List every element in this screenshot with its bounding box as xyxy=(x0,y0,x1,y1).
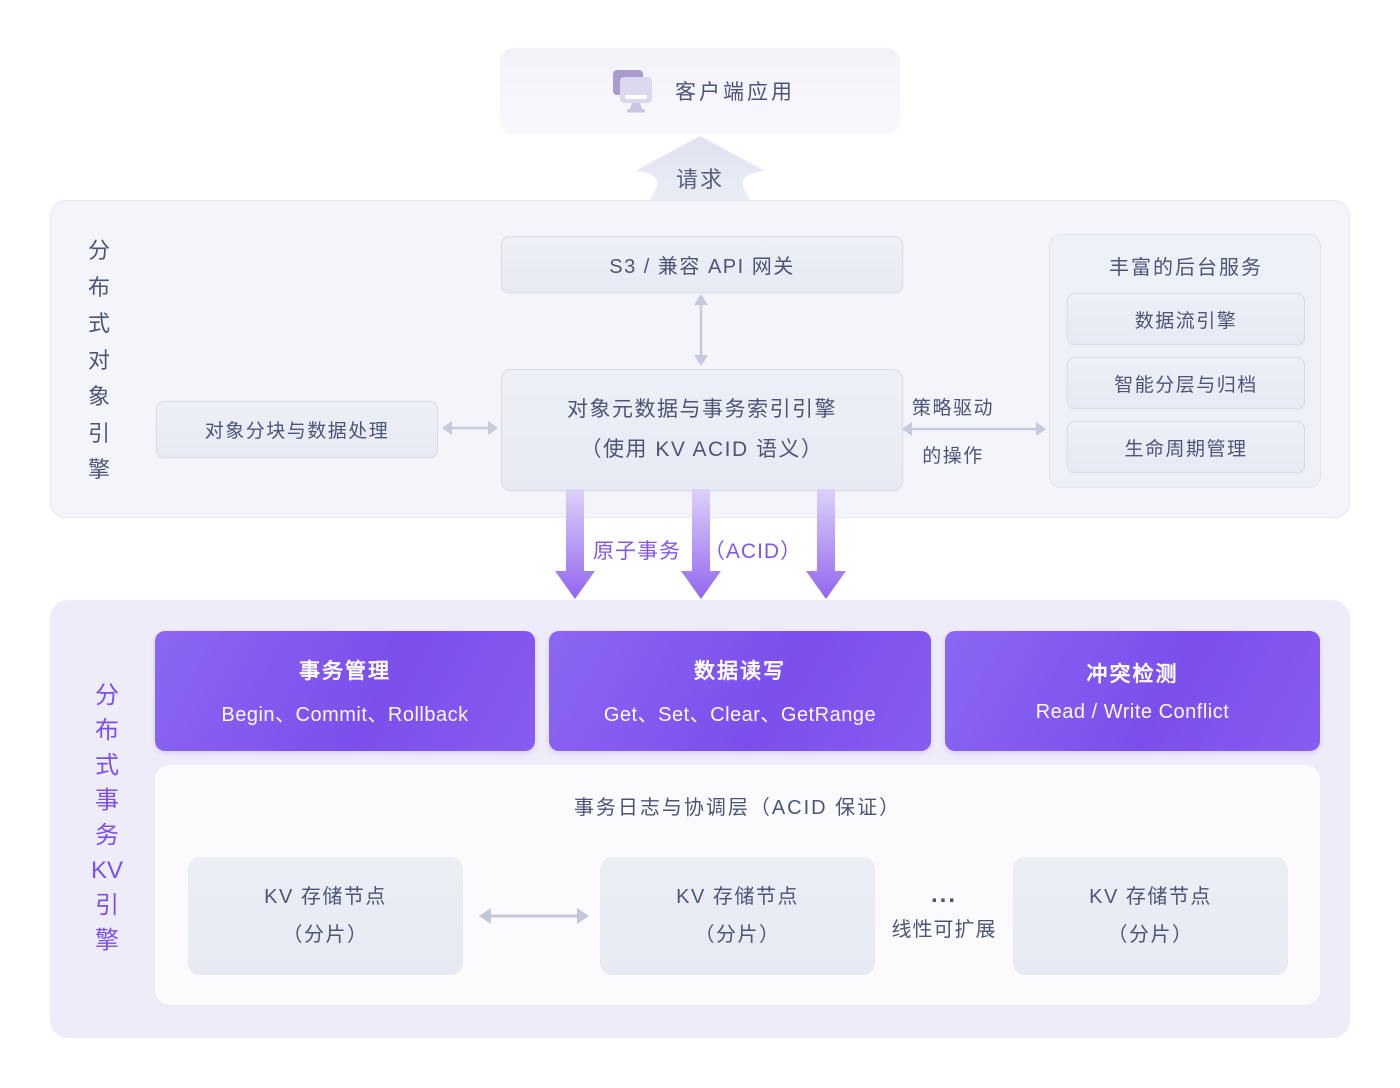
gateway-metadata-arrow xyxy=(694,294,708,366)
backend-services-panel: 丰富的后台服务 数据流引擎 智能分层与归档 生命周期管理 xyxy=(1049,234,1321,488)
atomic-arrow-2 xyxy=(681,489,721,599)
kv-engine-vertical-title: 分 布 式 事 务 KV 引 擎 xyxy=(90,682,123,954)
client-app-label: 客户端应用 xyxy=(675,80,795,104)
policy-arrow xyxy=(902,422,1046,436)
card-readwrite-title: 数据读写 xyxy=(694,660,786,683)
metadata-engine-box: 对象元数据与事务索引引擎 （使用 KV ACID 语义） xyxy=(501,369,903,491)
kv-node-1-line2: （分片） xyxy=(282,924,369,946)
kv-engine-section: 分 布 式 事 务 KV 引 擎 事务管理 Begin、Commit、Rollb… xyxy=(50,600,1350,1038)
card-data-readwrite: 数据读写 Get、Set、Clear、GetRange xyxy=(549,631,931,751)
kv-replication-arrow xyxy=(479,908,589,924)
monitor-icon xyxy=(613,69,652,112)
card-conflict-subtitle: Read / Write Conflict xyxy=(1035,701,1230,723)
acid-label: （ACID） xyxy=(703,540,803,563)
backend-item-tiering: 智能分层与归档 xyxy=(1067,357,1305,409)
ellipsis-label: ... xyxy=(930,881,957,908)
backend-item-stream: 数据流引擎 xyxy=(1067,293,1305,345)
object-engine-vertical-title: 分 布 式 对 象 引 擎 xyxy=(87,238,110,482)
object-engine-section: 分 布 式 对 象 引 擎 S3 / 兼容 API 网关 对象元数据与事务索引引… xyxy=(50,200,1350,518)
backend-item-lifecycle: 生命周期管理 xyxy=(1067,421,1305,473)
card-transaction-management: 事务管理 Begin、Commit、Rollback xyxy=(155,631,535,751)
kv-node-3-line1: KV 存储节点 xyxy=(1089,886,1212,908)
atomic-arrow-1 xyxy=(555,489,595,599)
card-readwrite-subtitle: Get、Set、Clear、GetRange xyxy=(603,704,877,726)
linear-scalable-label: 线性可扩展 xyxy=(891,919,997,941)
atomic-transaction-label: 原子事务 xyxy=(593,540,681,563)
kv-node-2-line1: KV 存储节点 xyxy=(676,886,799,908)
policy-label-line1: 策略驱动 xyxy=(911,398,994,419)
card-conflict-detection: 冲突检测 Read / Write Conflict xyxy=(945,631,1320,751)
request-label: 请求 xyxy=(675,167,724,192)
metadata-engine-line1: 对象元数据与事务索引引擎 xyxy=(567,398,837,421)
kv-node-2-line2: （分片） xyxy=(694,924,781,946)
backend-services-title: 丰富的后台服务 xyxy=(1109,257,1263,279)
policy-label-line2: 的操作 xyxy=(922,446,984,467)
atomic-arrow-3 xyxy=(806,489,846,599)
kv-node-3: KV 存储节点 （分片） xyxy=(1013,857,1288,975)
kv-node-1: KV 存储节点 （分片） xyxy=(188,857,463,975)
api-gateway-box: S3 / 兼容 API 网关 xyxy=(501,236,903,293)
coordination-layer-box: 事务日志与协调层（ACID 保证） KV 存储节点 （分片） KV 存储节点 （… xyxy=(155,765,1320,1005)
kv-node-2: KV 存储节点 （分片） xyxy=(600,857,875,975)
chunking-box: 对象分块与数据处理 xyxy=(156,401,438,458)
client-app-card: 客户端应用 xyxy=(500,48,900,133)
kv-node-1-line1: KV 存储节点 xyxy=(264,886,387,908)
kv-node-3-line2: （分片） xyxy=(1107,924,1194,946)
linear-scalability-note: ... 线性可扩展 xyxy=(879,881,1009,942)
card-conflict-title: 冲突检测 xyxy=(1086,663,1179,686)
card-transaction-title: 事务管理 xyxy=(299,660,391,683)
chunking-metadata-arrow xyxy=(442,421,498,435)
coordination-layer-title: 事务日志与协调层（ACID 保证） xyxy=(573,797,902,819)
metadata-engine-line2: （使用 KV ACID 语义） xyxy=(580,438,824,461)
card-transaction-subtitle: Begin、Commit、Rollback xyxy=(221,704,469,726)
